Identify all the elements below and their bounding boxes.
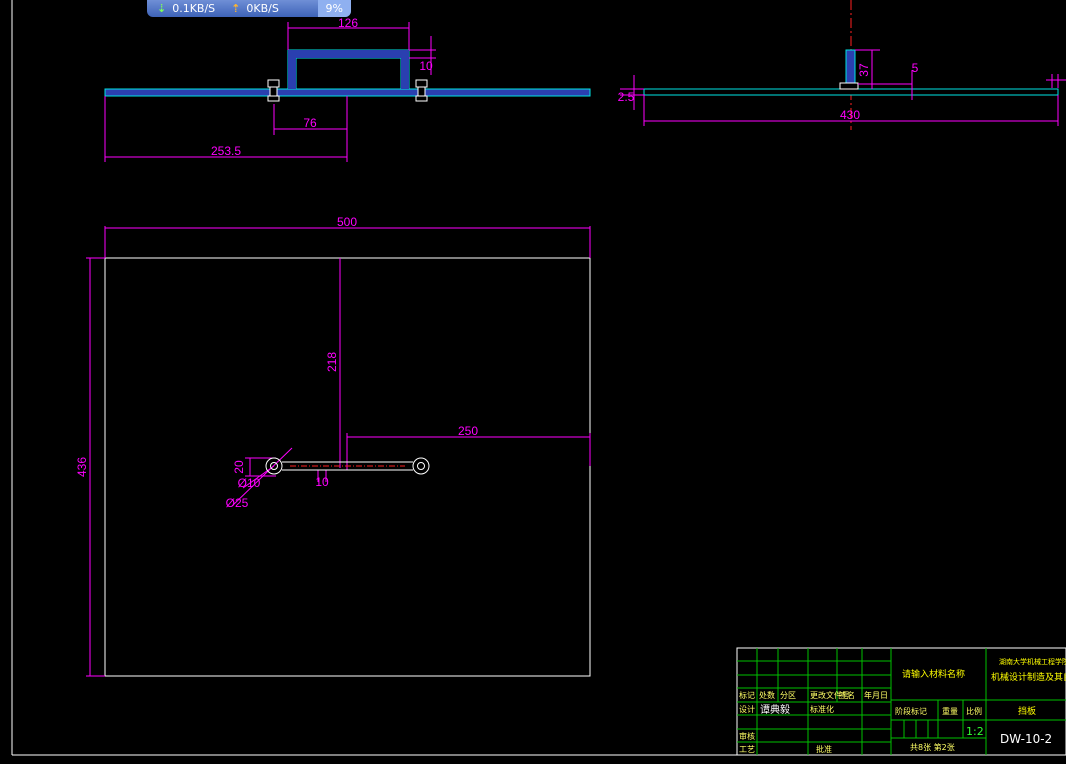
bolt-right xyxy=(415,79,428,102)
tb-scale: 1:2 xyxy=(966,725,984,738)
side-dimension-lines xyxy=(620,49,1066,126)
dim-top-height: 436 xyxy=(75,457,89,477)
dim-side-thickness: 2.5 xyxy=(618,90,635,104)
dim-front-height: 10 xyxy=(419,59,433,73)
dim-top-width: 500 xyxy=(337,215,357,229)
tb-material: 请输入材料名称 xyxy=(902,668,965,680)
tb-process: 工艺 xyxy=(739,745,755,754)
dim-top-vertical-offset: 218 xyxy=(325,352,339,372)
tb-approve: 批准 xyxy=(816,744,832,754)
tb-count: 处数 xyxy=(759,690,775,700)
tb-drawing-number: DW-10-2 xyxy=(1000,732,1052,746)
title-block: 标记 处数 分区 更改文件号 签名 年月日 设计 谭典毅 标准化 审核 工艺 批… xyxy=(736,647,1066,756)
tb-designer: 谭典毅 xyxy=(760,703,790,716)
dim-front-bolt-spacing: 76 xyxy=(303,116,317,130)
front-view: 126 10 76 253.5 xyxy=(104,16,591,162)
tb-drawing-title: 机械设计制造及其自动化 xyxy=(991,671,1066,683)
download-rate: 0.1KB/S xyxy=(172,2,216,15)
arrow-up-icon: ⇡ xyxy=(231,2,241,15)
title-block-grid xyxy=(737,648,1066,755)
top-dimension-lines xyxy=(86,226,591,677)
network-monitor-widget[interactable]: ⇣ 0.1KB/S ⇡ 0KB/S 9% xyxy=(147,0,351,17)
tb-zone: 分区 xyxy=(780,691,796,700)
tb-mark: 标记 xyxy=(739,690,755,700)
front-dimension-lines xyxy=(104,22,436,162)
front-base-plate xyxy=(104,88,591,97)
dim-side-height: 37 xyxy=(857,63,871,77)
tb-design: 设计 xyxy=(739,704,755,714)
tb-institution: 湖南大学机械工程学院 xyxy=(999,657,1066,666)
side-bolt xyxy=(839,82,859,90)
tb-weight: 重量 xyxy=(942,706,958,716)
side-view: 37 5 2.5 430 xyxy=(618,0,1066,130)
tb-sheets: 共8张 第2张 xyxy=(910,742,955,752)
upload-rate: 0KB/S xyxy=(246,2,279,15)
dim-link-width: 10 xyxy=(315,475,329,489)
tb-date: 年月日 xyxy=(864,690,888,700)
cpu-percent: 9% xyxy=(317,0,351,17)
tb-standardize: 标准化 xyxy=(810,704,834,714)
drawing-frame xyxy=(11,0,1066,756)
tb-sign: 签名 xyxy=(839,690,855,700)
dim-hole-large: Ø25 xyxy=(226,496,249,510)
dim-side-length: 430 xyxy=(840,108,860,122)
tb-ratio: 比例 xyxy=(966,706,982,716)
dim-front-left-offset: 253.5 xyxy=(211,144,241,158)
top-view: 500 436 218 250 20 10 Ø10 Ø25 xyxy=(75,215,591,677)
tb-stage-mark: 阶段标记 xyxy=(895,706,927,716)
dim-side-flange: 5 xyxy=(912,61,919,75)
dim-top-horizontal-offset: 250 xyxy=(458,424,478,438)
dim-front-top-width: 126 xyxy=(338,16,358,30)
tb-change-doc: 更改文件号 xyxy=(810,690,850,700)
dim-hole-small: Ø10 xyxy=(238,476,261,490)
side-plate xyxy=(643,88,1059,96)
top-plate-outline xyxy=(104,257,591,677)
arrow-down-icon: ⇣ xyxy=(157,2,167,15)
tb-review: 审核 xyxy=(739,731,755,741)
tb-name: 挡板 xyxy=(1018,705,1036,717)
link-bar xyxy=(265,457,430,475)
bolt-left xyxy=(267,79,280,102)
dim-link-height: 20 xyxy=(232,460,246,474)
